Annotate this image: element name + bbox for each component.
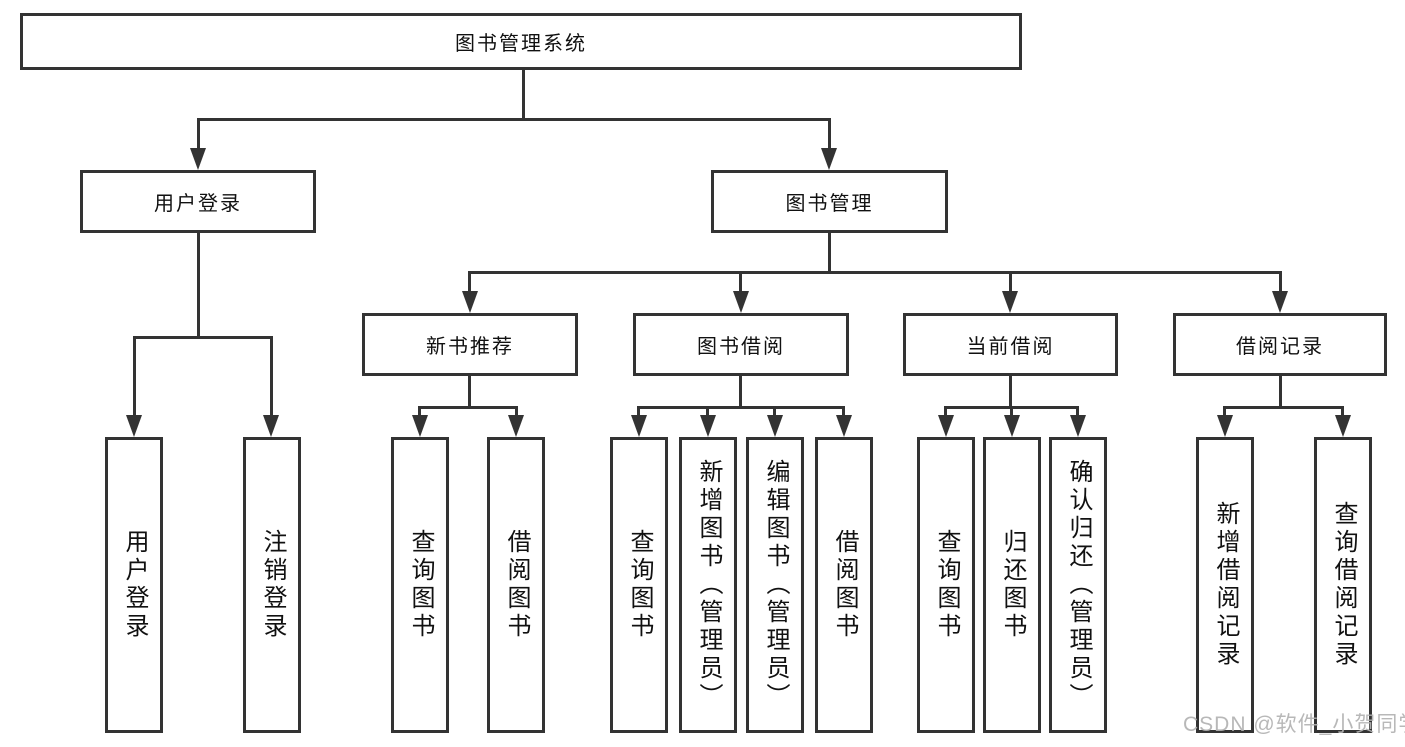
arrowhead-down: [1272, 291, 1288, 313]
connector-bar: [637, 406, 845, 409]
arrowhead-down: [508, 415, 524, 437]
node-current-borrow: 当前借阅: [903, 313, 1118, 376]
leaf-add-book: 新增图书（管理员）: [679, 437, 737, 733]
arrowhead-down: [190, 148, 206, 170]
node-book-management: 图书管理: [711, 170, 948, 233]
node-label: 新增图书（管理员）: [695, 459, 722, 711]
leaf-user-login: 用户登录: [105, 437, 163, 733]
node-label: 查询图书: [626, 529, 653, 641]
arrowhead-down: [1217, 415, 1233, 437]
leaf-edit-book: 编辑图书（管理员）: [746, 437, 804, 733]
connector-drop: [828, 121, 831, 149]
node-label: 图书借阅: [697, 336, 785, 358]
connector-bar: [944, 406, 1079, 409]
arrowhead-down: [938, 415, 954, 437]
connector-bar: [133, 336, 273, 339]
arrowhead-down: [412, 415, 428, 437]
arrowhead-down: [263, 415, 279, 437]
connector-bar: [1223, 406, 1344, 409]
connector-stem: [739, 376, 742, 409]
node-label: 图书管理: [785, 193, 874, 215]
node-label: 确认归还（管理员）: [1065, 459, 1092, 711]
node-label: 注销登录: [259, 529, 286, 641]
connector-drop: [270, 339, 273, 416]
connector-drop: [1076, 409, 1079, 416]
node-label: 查询借阅记录: [1330, 501, 1357, 669]
connector-drop: [1009, 274, 1012, 292]
connector-stem: [468, 376, 471, 409]
node-label: 查询图书: [407, 529, 434, 641]
node-label: 借阅图书: [831, 529, 858, 641]
node-borrow-records: 借阅记录: [1173, 313, 1387, 376]
connector-drop: [133, 339, 136, 416]
node-new-book-recommend: 新书推荐: [362, 313, 578, 376]
leaf-return-book: 归还图书: [983, 437, 1041, 733]
connector-drop: [706, 409, 709, 416]
connector-drop: [1341, 409, 1344, 416]
connector-drop: [944, 409, 947, 416]
connector-drop: [468, 274, 471, 292]
arrowhead-down: [1004, 415, 1020, 437]
node-label: 用户登录: [154, 193, 242, 215]
node-label: 图书管理系统: [455, 33, 587, 55]
connector-stem: [522, 70, 525, 121]
leaf-query-book-3: 查询图书: [917, 437, 975, 733]
leaf-confirm-return: 确认归还（管理员）: [1049, 437, 1107, 733]
leaf-borrow-book-1: 借阅图书: [487, 437, 545, 733]
leaf-query-borrow-record: 查询借阅记录: [1314, 437, 1372, 733]
connector-stem: [197, 233, 200, 339]
connector-bar: [468, 271, 1282, 274]
node-label: 当前借阅: [966, 336, 1055, 358]
connector-stem: [1279, 376, 1282, 409]
arrowhead-down: [1070, 415, 1086, 437]
connector-drop: [1279, 274, 1282, 292]
node-label: 查询图书: [933, 529, 960, 641]
leaf-add-borrow-record: 新增借阅记录: [1196, 437, 1254, 733]
arrowhead-down: [1335, 415, 1351, 437]
arrowhead-down: [462, 291, 478, 313]
arrowhead-down: [631, 415, 647, 437]
connector-bar: [418, 406, 518, 409]
connector-drop: [1223, 409, 1226, 416]
node-label: 新增借阅记录: [1212, 501, 1239, 669]
arrowhead-down: [836, 415, 852, 437]
node-root-library-management-system: 图书管理系统: [20, 13, 1022, 70]
node-label: 归还图书: [999, 529, 1026, 641]
connector-drop: [637, 409, 640, 416]
connector-drop: [197, 121, 200, 149]
connector-stem: [1009, 376, 1012, 409]
node-label: 借阅记录: [1236, 336, 1324, 358]
arrowhead-down: [733, 291, 749, 313]
leaf-logout: 注销登录: [243, 437, 301, 733]
leaf-query-book-2: 查询图书: [610, 437, 668, 733]
connector-drop: [515, 409, 518, 416]
arrowhead-down: [126, 415, 142, 437]
connector-drop: [1010, 409, 1013, 416]
arrowhead-down: [1002, 291, 1018, 313]
leaf-borrow-book-2: 借阅图书: [815, 437, 873, 733]
connector-drop: [739, 274, 742, 292]
node-book-borrow: 图书借阅: [633, 313, 849, 376]
connector-drop: [773, 409, 776, 416]
arrowhead-down: [700, 415, 716, 437]
node-label: 新书推荐: [426, 336, 514, 358]
node-label: 借阅图书: [503, 529, 530, 641]
arrowhead-down: [767, 415, 783, 437]
connector-stem: [828, 233, 831, 274]
node-user-login: 用户登录: [80, 170, 316, 233]
node-label: 用户登录: [121, 529, 148, 641]
csdn-watermark: CSDN @软件_小贺同学: [1183, 713, 1405, 736]
connector-drop: [418, 409, 421, 416]
arrowhead-down: [821, 148, 837, 170]
connector-drop: [842, 409, 845, 416]
node-label: 编辑图书（管理员）: [762, 459, 789, 711]
leaf-query-book-1: 查询图书: [391, 437, 449, 733]
connector-bar: [197, 118, 831, 121]
